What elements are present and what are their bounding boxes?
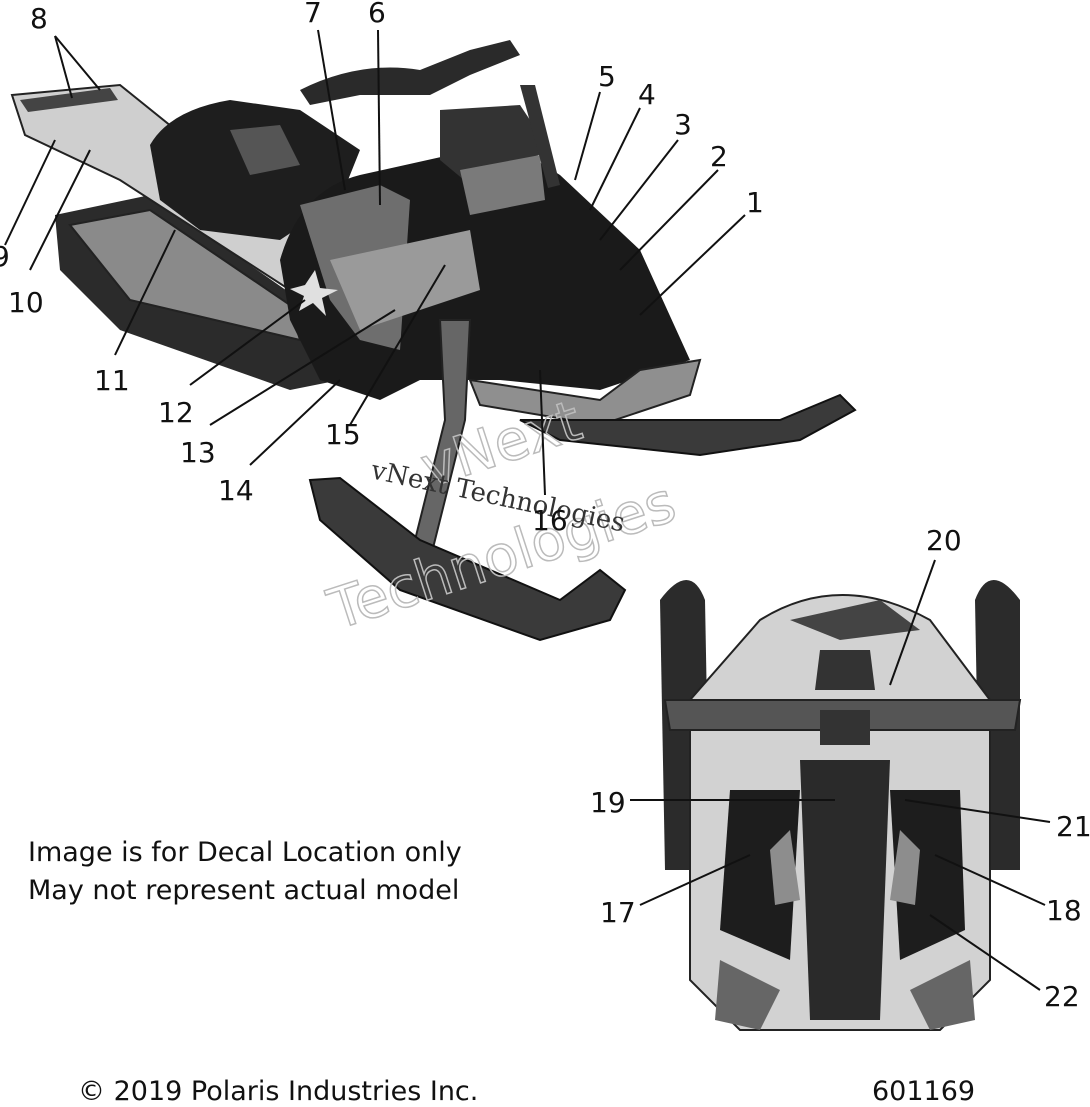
callout-13: 13 xyxy=(180,436,216,469)
callout-1: 1 xyxy=(746,186,764,219)
callouts: 8 7 6 5 4 3 2 1 9 10 11 12 13 14 15 16 2… xyxy=(0,0,1090,1013)
callout-16: 16 xyxy=(532,504,568,537)
callout-18: 18 xyxy=(1046,894,1082,927)
callout-15: 15 xyxy=(325,418,361,451)
callout-21: 21 xyxy=(1056,810,1090,843)
callout-8: 8 xyxy=(30,2,48,35)
callout-22: 22 xyxy=(1044,980,1080,1013)
callout-2: 2 xyxy=(710,140,728,173)
diagram-number: 601169 xyxy=(872,1076,976,1107)
snowmobile-side-view xyxy=(10,40,857,642)
callout-12: 12 xyxy=(158,396,194,429)
callout-10: 10 xyxy=(8,286,44,319)
callout-5: 5 xyxy=(598,60,616,93)
copyright-text: © 2019 Polaris Industries Inc. xyxy=(78,1076,479,1107)
leader-lines xyxy=(4,29,1051,991)
callout-14: 14 xyxy=(218,474,254,507)
disclaimer-line-2: May not represent actual model xyxy=(28,875,460,906)
disclaimer-line-1: Image is for Decal Location only xyxy=(28,837,462,868)
callout-19: 19 xyxy=(590,786,626,819)
disclaimer-note: Image is for Decal Location only May not… xyxy=(28,834,462,910)
callout-20: 20 xyxy=(926,524,962,557)
snowmobile-top-view xyxy=(660,580,1022,1031)
callout-17: 17 xyxy=(600,896,636,929)
callout-9: 9 xyxy=(0,240,10,273)
callout-11: 11 xyxy=(94,364,130,397)
callout-4: 4 xyxy=(638,78,656,111)
callout-7: 7 xyxy=(304,0,322,29)
callout-6: 6 xyxy=(368,0,386,29)
callout-3: 3 xyxy=(674,108,692,141)
